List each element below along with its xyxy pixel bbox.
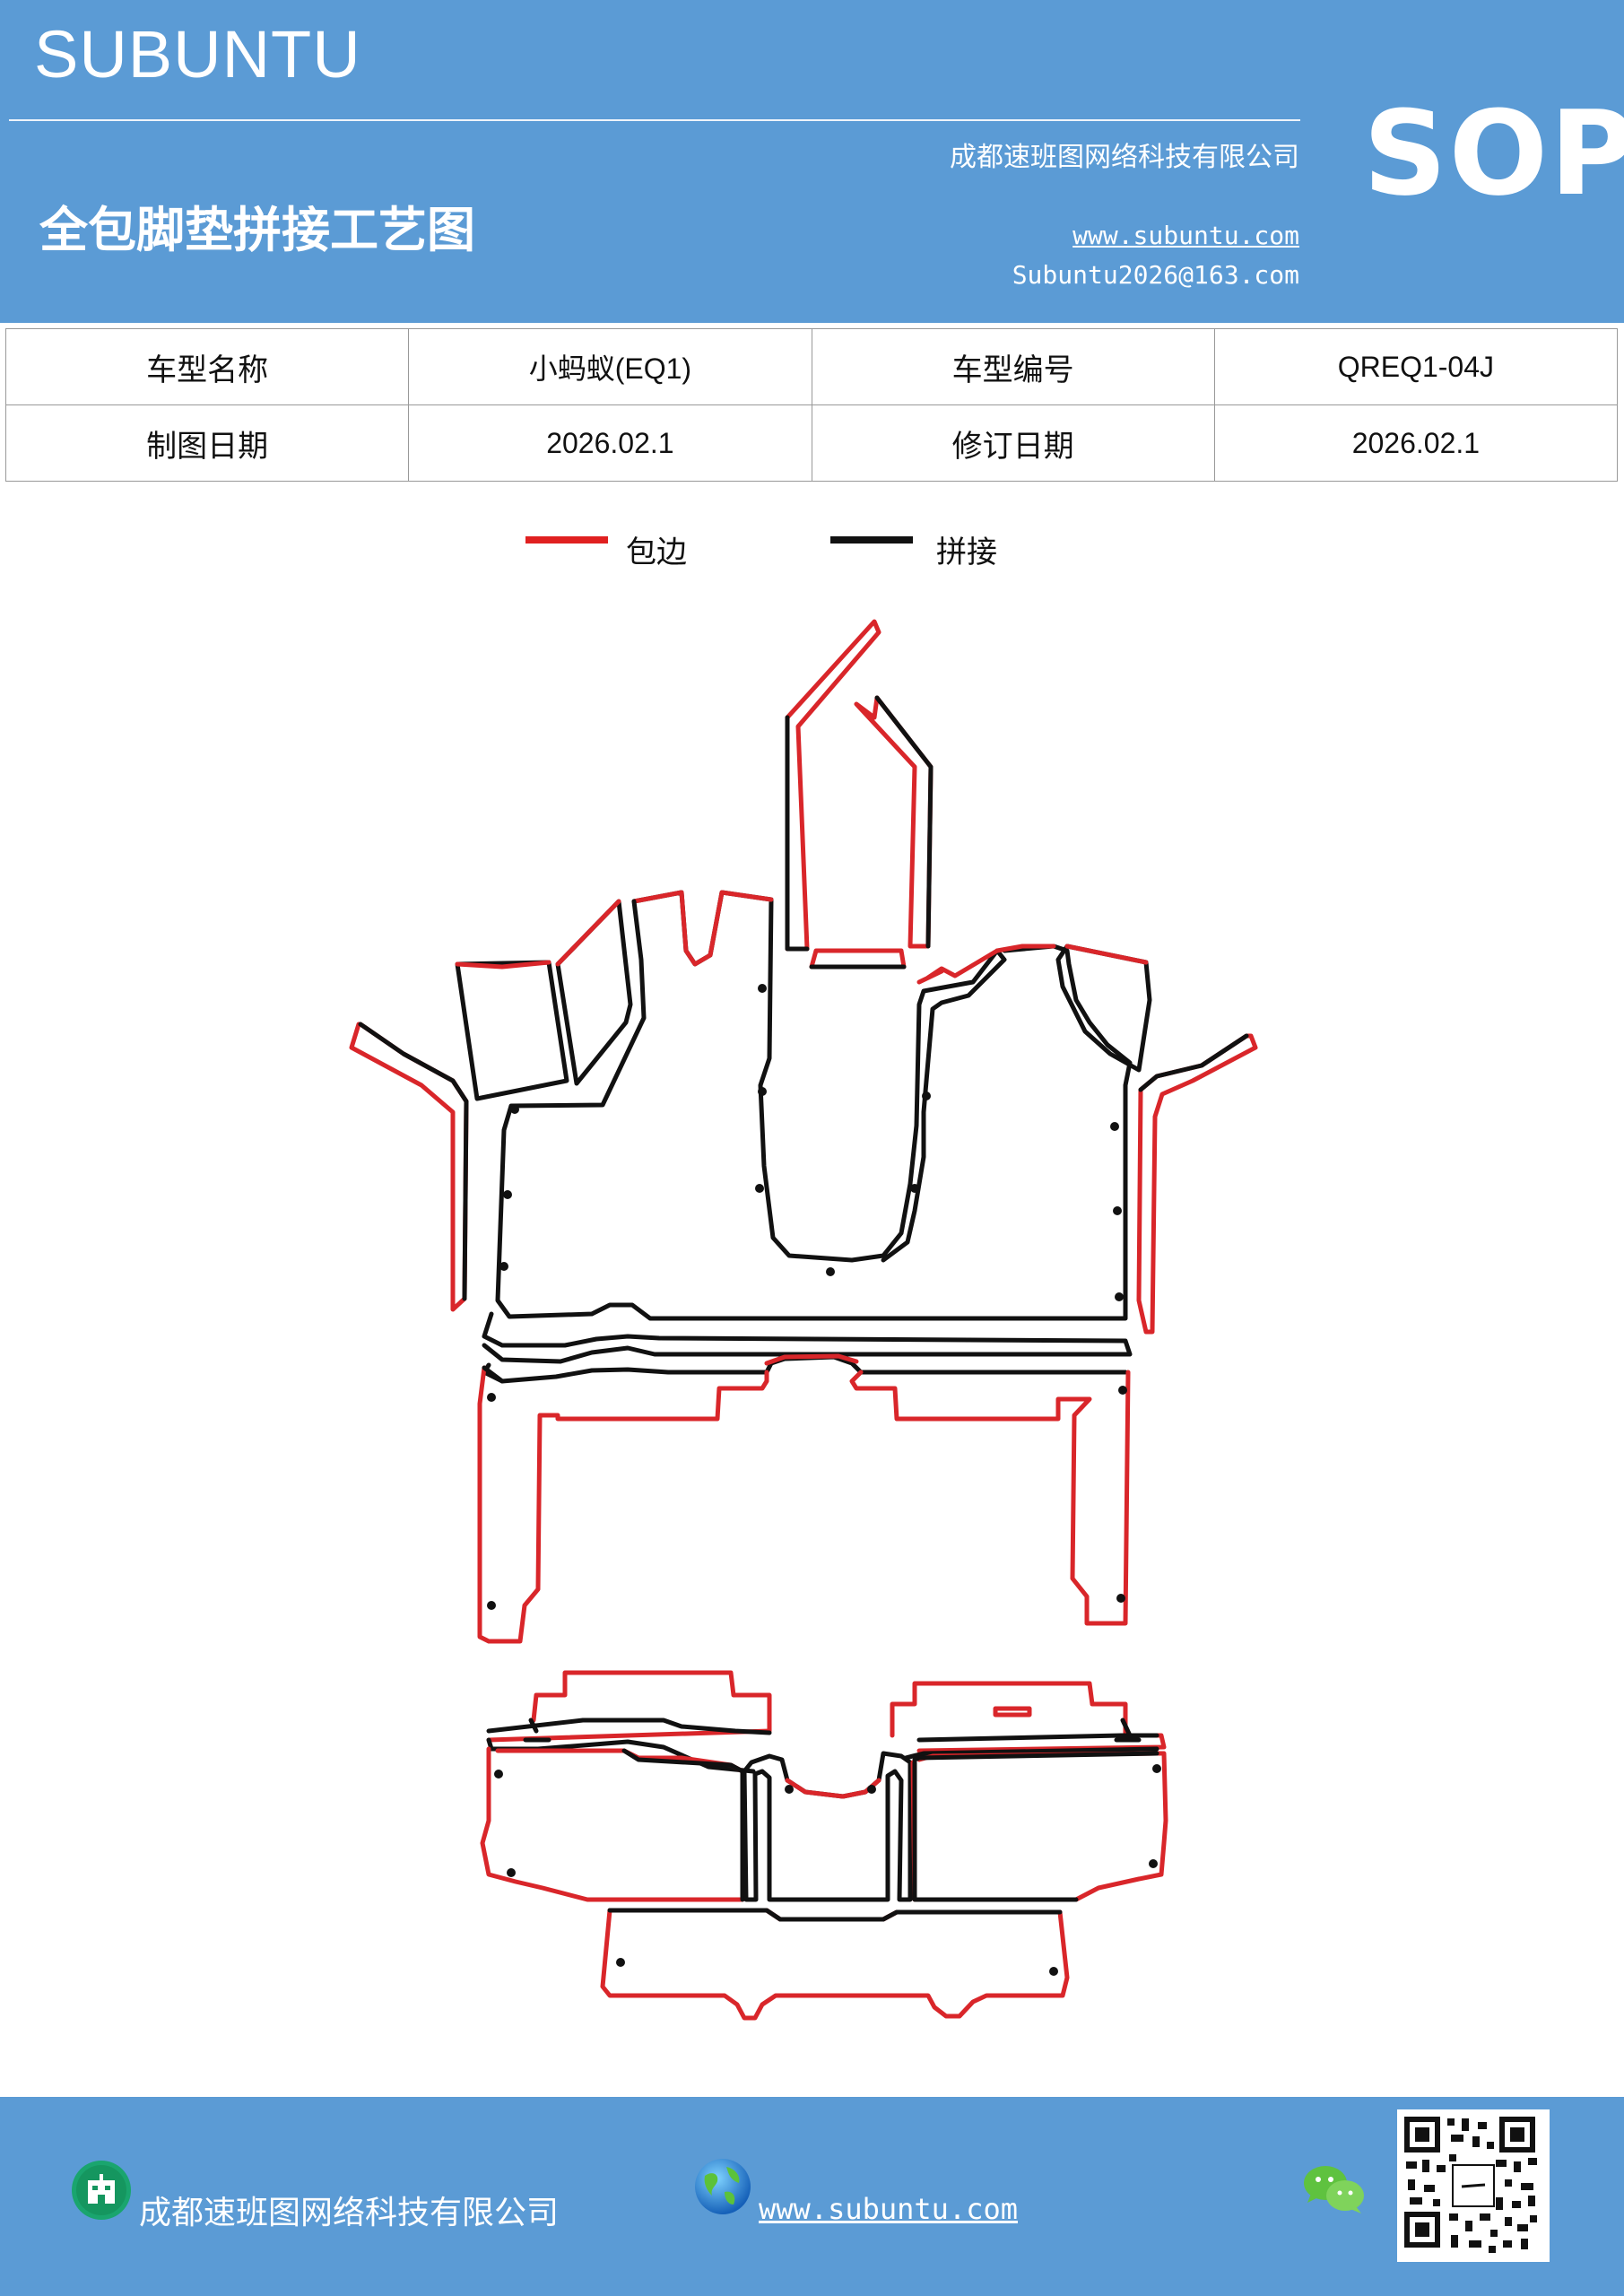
qr-code <box>1397 2109 1550 2262</box>
mat-piece-second-left <box>477 1365 769 1644</box>
table-row: 制图日期 2026.02.1 修订日期 2026.02.1 <box>4 404 1619 482</box>
mat-piece-rear-bottom <box>600 1908 1070 2021</box>
mat-piece-middle-strip <box>482 1354 1128 1384</box>
header-banner: SUBUNTU SOP 成都速班图网络科技有限公司 全包脚垫拼接工艺图 www.… <box>0 0 1624 323</box>
mat-piece-top-right-tall <box>854 695 934 949</box>
mat-piece-rear-right <box>910 1751 1168 1902</box>
qr-code-graphic <box>1397 2109 1550 2262</box>
wechat-icon <box>1304 2166 1364 2213</box>
legend-label-seam: 拼接 <box>936 535 997 570</box>
footer-website-link[interactable]: www.subuntu.com <box>759 2192 1018 2226</box>
mat-piece-left-kick-1 <box>455 960 569 1101</box>
mat-piece-front-floor <box>631 890 1007 1263</box>
table-cell: 制图日期 <box>4 404 410 482</box>
mat-piece-second-right <box>849 1370 1131 1626</box>
mat-piece-rear-left <box>480 1746 745 1902</box>
mat-piece-right-side <box>1136 1033 1258 1335</box>
table-cell: QREQ1-04J <box>1213 328 1619 405</box>
mat-piece-left-side <box>349 1022 469 1312</box>
email-address: Subuntu2026@163.com <box>1012 260 1299 290</box>
company-name: 成都速班图网络科技有限公司 <box>950 142 1299 173</box>
mat-piece-rear-tunnel <box>742 1751 913 1902</box>
table-row: 车型名称 小蚂蚁(EQ1) 车型编号 QREQ1-04J <box>4 328 1619 405</box>
mat-piece-top-left-tall <box>785 619 881 952</box>
brand-name: SUBUNTU <box>34 17 361 91</box>
table-cell: 修订日期 <box>811 404 1215 482</box>
legend-red-swatch <box>525 536 608 544</box>
table-cell: 2026.02.1 <box>1213 404 1619 482</box>
table-cell: 2026.02.1 <box>408 404 812 482</box>
header-divider <box>9 119 1300 121</box>
table-cell: 小蚂蚁(EQ1) <box>408 328 812 405</box>
document-title: 全包脚垫拼接工艺图 <box>39 202 475 258</box>
website-link[interactable]: www.subuntu.com <box>1073 221 1299 250</box>
sop-badge: SOP <box>1363 85 1624 222</box>
table-cell: 车型名称 <box>4 328 410 405</box>
legend-label-edge: 包边 <box>626 535 687 570</box>
building-icon <box>72 2161 131 2220</box>
info-table: 车型名称 小蚂蚁(EQ1) 车型编号 QREQ1-04J 制图日期 2026.0… <box>4 328 1619 482</box>
mat-piece-main-left <box>495 899 1133 1321</box>
footer-company: 成都速班图网络科技有限公司 <box>139 2195 560 2231</box>
mat-piece-cross-strip <box>482 1311 1133 1364</box>
mat-piece-tunnel-cap <box>809 948 907 970</box>
globe-icon <box>695 2159 751 2214</box>
mat-piece-rear-top-left <box>486 1670 772 1743</box>
fastener-dots <box>487 984 1161 1976</box>
mat-piece-right-kick <box>1055 944 1152 1073</box>
mat-piece-rear-top-right <box>890 1681 1167 1753</box>
legend-black-swatch <box>830 536 913 544</box>
floor-mat-diagram <box>349 619 1258 2021</box>
table-cell: 车型编号 <box>811 328 1215 405</box>
